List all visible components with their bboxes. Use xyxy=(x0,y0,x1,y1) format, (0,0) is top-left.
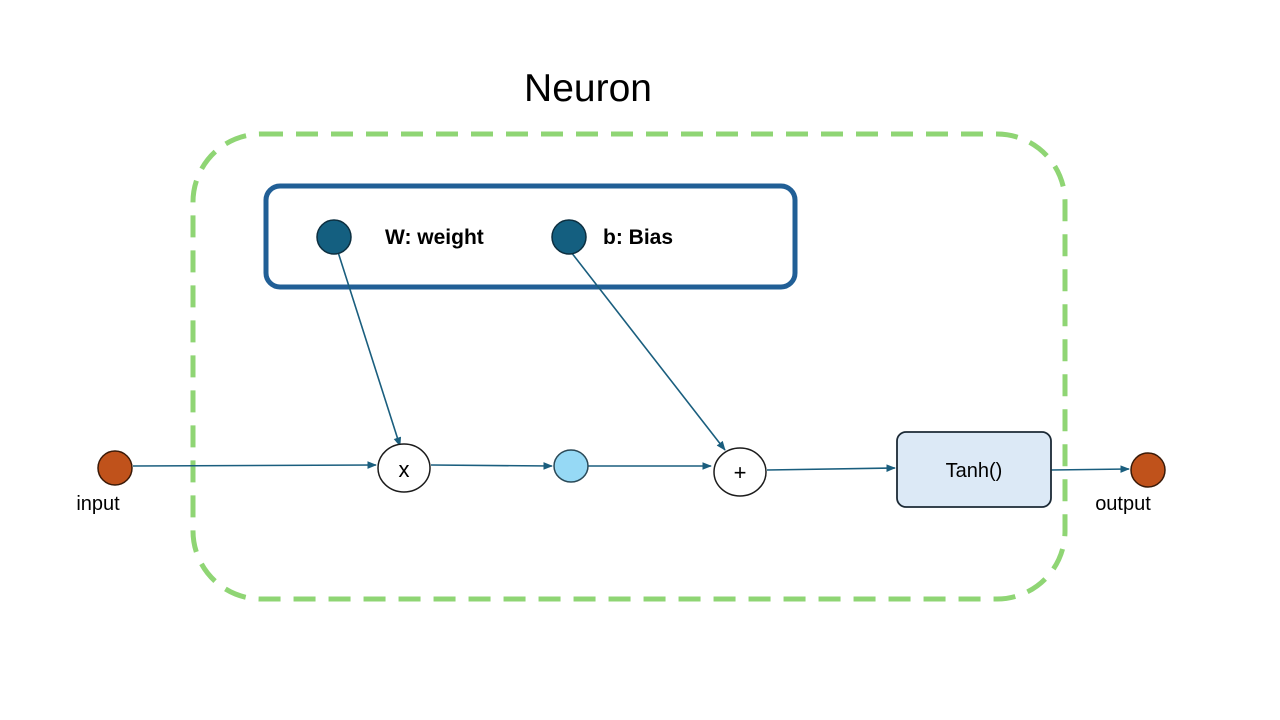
output-node xyxy=(1130,452,1166,488)
multiply-symbol: x xyxy=(399,457,410,482)
bias-node xyxy=(551,219,587,255)
activation-label: Tanh() xyxy=(946,460,1003,482)
add-symbol: + xyxy=(734,460,747,485)
edge-bias-to-add xyxy=(570,251,726,451)
parameter-box xyxy=(263,183,798,290)
activation-box xyxy=(896,431,1052,508)
input-label: input xyxy=(76,493,120,515)
diagram-title: Neuron xyxy=(524,67,652,110)
intermediate-node xyxy=(553,449,589,483)
edge-multiply-to-intermediate xyxy=(430,462,553,470)
weight-node xyxy=(316,219,352,255)
neuron-boundary xyxy=(190,131,1068,602)
input-node xyxy=(97,450,133,486)
weight-label: W: weight xyxy=(385,226,484,249)
edge-input-to-multiply xyxy=(132,461,377,469)
multiply-operation-node xyxy=(377,443,431,493)
output-label: output xyxy=(1095,493,1151,515)
edge-add-to-activation xyxy=(766,464,896,472)
add-operation-node xyxy=(713,447,767,497)
edge-weight-to-multiply xyxy=(337,251,402,447)
bias-label: b: Bias xyxy=(603,226,673,249)
edge-activation-to-output xyxy=(1050,465,1130,473)
